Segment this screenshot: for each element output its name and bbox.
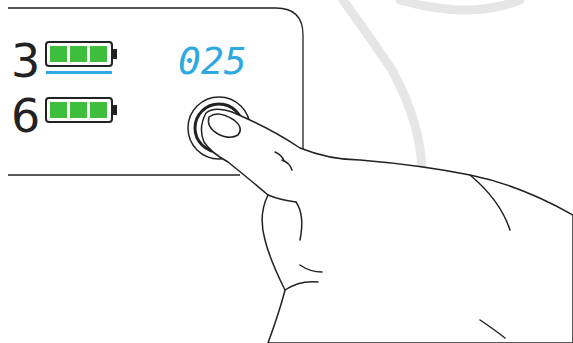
digital-readout: 025 bbox=[178, 42, 247, 80]
pressing-hand bbox=[201, 109, 573, 343]
selection-underline bbox=[46, 71, 112, 74]
channel-number: 3 bbox=[11, 38, 40, 84]
panel-outline bbox=[8, 174, 240, 175]
battery-icon bbox=[46, 42, 117, 66]
battery-icon bbox=[46, 98, 117, 122]
channel-number: 6 bbox=[11, 93, 40, 139]
